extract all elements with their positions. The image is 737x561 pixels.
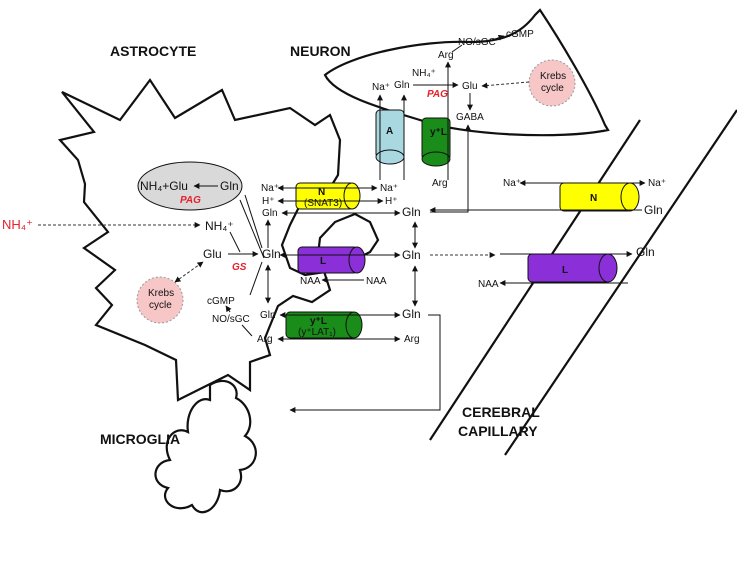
cap-system-n-label: N <box>590 193 597 204</box>
n-na-left: Na⁺ <box>261 183 279 194</box>
cap-system-l-cap <box>598 253 618 283</box>
astro-l-naa-left: NAA <box>300 276 321 287</box>
n-gln-left: Gln <box>262 208 278 219</box>
cap-l-gln: Gln <box>636 245 655 259</box>
gs-label: GS <box>232 262 247 273</box>
system-n-label: N <box>318 187 325 198</box>
neuron-nosgc-arrow <box>491 34 505 41</box>
astro-yl-arg-left: Arg <box>257 334 273 345</box>
neuron-gaba: GABA <box>456 112 484 123</box>
astrocyte-outline <box>57 78 380 402</box>
astro-yl-arg-right: Arg <box>404 334 420 345</box>
neuron-arg-top: Arg <box>438 50 454 61</box>
neuron-nosgc: NO/sGC <box>458 37 496 48</box>
neuron-krebs-circle <box>528 59 576 107</box>
astro-yl-gln-left: Gln <box>260 310 276 321</box>
neuron-label: NEURON <box>290 43 351 59</box>
cap-na-left: Na⁺ <box>503 178 521 189</box>
astro-cgmp: cGMP <box>207 296 235 307</box>
cap-system-l-body <box>527 253 611 283</box>
system-n-sub: (SNAT3) <box>304 198 342 209</box>
n-gln-right: Gln <box>402 205 421 219</box>
neuron-arg-bottom: Arg <box>432 178 448 189</box>
capillary-label: CAPILLARY <box>458 423 538 439</box>
astro-glu-label: Glu <box>203 247 222 261</box>
neuron-arg-to-nosgc <box>451 44 463 53</box>
astrocyte-label: ASTROCYTE <box>110 43 196 59</box>
cap-na-right: Na⁺ <box>648 178 666 189</box>
astro-arg-to-nosgc <box>241 324 253 337</box>
pag-astro-label: PAG <box>180 195 201 206</box>
neuron-cgmp: cGMP <box>506 29 534 40</box>
neuron-na: Na⁺ <box>372 82 390 93</box>
system-yl-astro-sub: (y⁺LAT₁) <box>298 327 336 338</box>
system-yl-astro-label: y⁺L <box>310 316 327 327</box>
neuron-outline <box>323 8 610 137</box>
system-a-label: A <box>386 126 393 137</box>
cap-system-l-label: L <box>562 265 568 276</box>
cap-n-gln: Gln <box>644 203 663 217</box>
nh4-glu-label: NH₄+Glu <box>140 179 188 193</box>
cap-system-n-cap <box>620 182 640 212</box>
system-l-astro-label: L <box>320 256 326 267</box>
neuron-gln: Gln <box>394 80 410 91</box>
n-h-right: H⁺ <box>385 196 398 207</box>
pag-neuron-label: PAG <box>427 89 448 100</box>
neuron-krebs-link <box>481 81 530 89</box>
loop-to-microglia <box>289 314 441 413</box>
astro-krebs-line2: cycle <box>149 300 172 311</box>
system-n-cap <box>343 182 361 210</box>
pag-oval <box>137 161 243 211</box>
astro-oval-gln-link <box>244 194 263 249</box>
astro-nosgc: NO/sGC <box>212 314 250 325</box>
astro-yl-gln-right: Gln <box>402 307 421 321</box>
nh4-to-gs-line <box>229 231 241 253</box>
krebs-glu-link <box>174 261 204 283</box>
system-yl-neuron-cap <box>421 151 451 167</box>
cap-l-naa: NAA <box>478 279 499 290</box>
astro-krebs-line1: Krebs <box>148 288 174 299</box>
neuron-nh4: NH₄⁺ <box>412 68 436 79</box>
system-l-astro-cap <box>348 246 366 274</box>
system-yl-neuron-label: y⁺L <box>430 127 447 138</box>
astro-gln-microglia-link <box>249 261 263 296</box>
astro-nh4-label: NH₄⁺ <box>205 219 234 233</box>
astro-l-gln-right: Gln <box>402 248 421 262</box>
astro-oval-gln: Gln <box>220 179 239 193</box>
n-h-left: H⁺ <box>262 196 275 207</box>
neuron-krebs-line2: cycle <box>541 83 564 94</box>
cerebral-label: CEREBRAL <box>462 404 540 420</box>
astro-l-naa-right: NAA <box>366 276 387 287</box>
n-na-right: Na⁺ <box>380 183 398 194</box>
loop-to-neuron <box>430 124 471 213</box>
astro-krebs-circle <box>136 276 184 324</box>
astro-gln-center: Gln <box>262 247 281 261</box>
microglia-outline <box>154 379 257 514</box>
microglia-label: MICROGLIA <box>100 431 180 447</box>
neuron-krebs-line1: Krebs <box>540 71 566 82</box>
system-yl-astro-cap <box>345 311 363 339</box>
astro-nosgc-arrow <box>225 305 232 313</box>
external-nh4-label: NH₄⁺ <box>2 217 33 232</box>
neuron-glu: Glu <box>462 81 478 92</box>
astro-gln-oval-link <box>239 199 265 259</box>
